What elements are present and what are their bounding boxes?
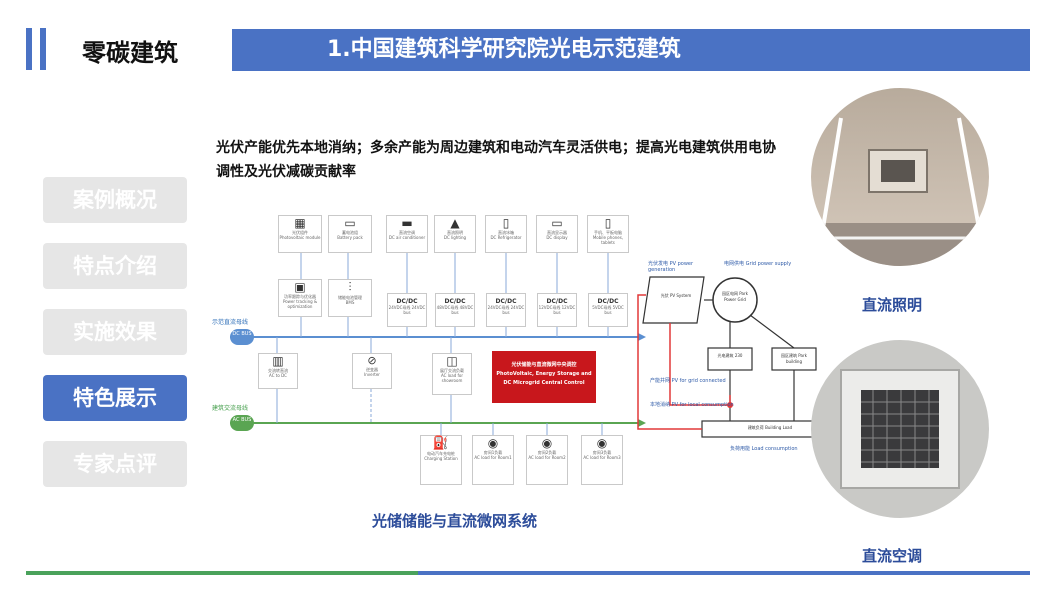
load-room-1: ◉ 房间1负载 AC load for Room1 [472,435,514,485]
label-building-load: 建筑负荷 Building Load [747,425,793,430]
load-icon: ◫ [446,354,458,368]
solar-panel-icon: ▦ [294,216,306,230]
dc-bus-arrow [638,333,646,341]
nav-item-overview[interactable]: 案例概况 [43,177,187,223]
nav-item-showcase[interactable]: 特色展示 [43,375,187,421]
charger-icon: ⛽ [432,436,450,451]
ac-bus-badge: AC BUS [230,415,254,431]
converter-1: DC/DC 24VDC母线 24VDC bus [387,293,427,327]
dc-bus-title: 示范直流母线 [212,319,249,326]
label-park-grid: 园区电网 Park Power Grid [722,291,748,302]
ceiling-light-image [811,88,989,266]
intro-text: 光伏产能优先本地消纳；多余产能为周边建筑和电动汽车灵活供电；提高光电建筑供用电协… [216,140,776,180]
device-ac-to-dc: ▥ 交流转直流 AC to DC [258,353,298,389]
ceiling-ac-image [811,340,989,518]
label-local-consumption: 本地消纳 PV for local consumption [650,402,734,408]
diagram-lines [230,253,833,438]
sliders-icon: ⫶ [348,280,352,294]
microgrid-diagram: ▦ 光伏组件 Photovoltaic module ▭ 蓄电池组 Batter… [210,205,835,500]
device-battery: ▭ 蓄电池组 Battery pack [328,215,372,253]
dc-lighting-caption: 直流照明 [862,296,923,314]
diagram-caption: 光储储能与直流微网系统 [372,512,538,530]
air-conditioner-icon: ▬ [401,216,413,230]
label-load-consumption: 负荷用能 Load consumption [730,446,798,452]
label-lab-building: 光电建筑 230 [717,353,743,358]
inverter-icon: ⊘ [367,354,377,367]
load-charging-station: ⛽ 电动汽车充电桩 Charging Station [420,435,462,485]
ac-bus-arrow [638,419,646,427]
section-title: 零碳建筑 [82,39,178,67]
battery-icon: ▭ [344,216,356,230]
label-grid-connected: 产能并网 PV for grid connected [650,378,726,384]
nav-item-features[interactable]: 特点介绍 [43,243,187,289]
load-room-3: ◉ 房间3负载 AC load for Room3 [581,435,623,485]
device-pv-module: ▦ 光伏组件 Photovoltaic module [278,215,322,253]
socket-icon: ◉ [541,436,553,450]
refrigerator-icon: ▯ [502,216,510,230]
device-dc-lighting: ▲ 直流照明 DC lighting [434,215,476,253]
nav-item-results[interactable]: 实施效果 [43,309,187,355]
socket-icon: ◉ [487,436,499,450]
label-pv-generation: 光伏发电 PV power generation [648,261,694,273]
load-room-2: ◉ 房间2负载 AC load for Room2 [526,435,568,485]
footer-bar-blue [418,571,1030,575]
device-power-tracking: ▣ 功率跟踪与优化器 Power tracking & optimization [278,279,322,317]
title-accent-bar-2 [40,28,46,70]
central-control-box: 光伏储能与直流微网中央调控 PhotoVoltaic, Energy Stora… [492,351,596,403]
footer-bar-green [26,571,418,575]
device-inverter: ⊘ 逆变器 Inverter [352,353,392,389]
right-flow [637,276,833,438]
dc-bus-badge: DC BUS [230,329,254,345]
label-grid-supply: 电网供电 Grid power supply [724,261,792,267]
rectifier-icon: ▥ [272,354,284,368]
converter-4: DC/DC 12VDC母线 12VDC bus [537,293,577,327]
device-dc-display: ▭ 直流显示器 DC display [536,215,578,253]
slide-title: 1.中国建筑科学研究院光电示范建筑 [327,37,681,62]
device-mobile: ▯ 手机、平板电脑 Mobile phones, tablets [587,215,629,253]
converter-2: DC/DC 48VDC母线 48VDC bus [435,293,475,327]
device-dc-ac: ▬ 直流空调 DC air conditioner [386,215,428,253]
device-showroom-load: ◫ 展厅交流负载 AC load for showroom [432,353,472,395]
dc-lighting-photo [811,88,989,266]
phone-icon: ▯ [604,216,612,230]
nav-item-expert-review[interactable]: 专家点评 [43,441,187,487]
ac-bus-title: 建筑交流母线 [212,405,249,412]
lamp-icon: ▲ [450,216,460,230]
controller-icon: ▣ [294,280,306,294]
slide-title-banner: 1.中国建筑科学研究院光电示范建筑 [232,29,1030,71]
dc-ac-caption: 直流空调 [862,547,923,565]
label-park-building: 园区建筑 Park building [781,353,807,364]
socket-icon: ◉ [596,436,608,450]
device-dc-fridge: ▯ 直流冰箱 DC Refrigerator [485,215,527,253]
converter-3: DC/DC 24VDC母线 24VDC bus [486,293,526,327]
label-pv-system: 光伏 PV System [660,293,692,298]
converter-5: DC/DC 5VDC母线 5VDC bus [588,293,628,327]
side-navigation: 案例概况 特点介绍 实施效果 特色展示 专家点评 [43,177,187,507]
dc-ac-photo [811,340,989,518]
title-accent-bar [26,28,32,70]
monitor-icon: ▭ [551,216,563,230]
top-connectors [276,253,609,435]
device-bms: ⫶ 储能电池管理 BMS [328,279,372,317]
